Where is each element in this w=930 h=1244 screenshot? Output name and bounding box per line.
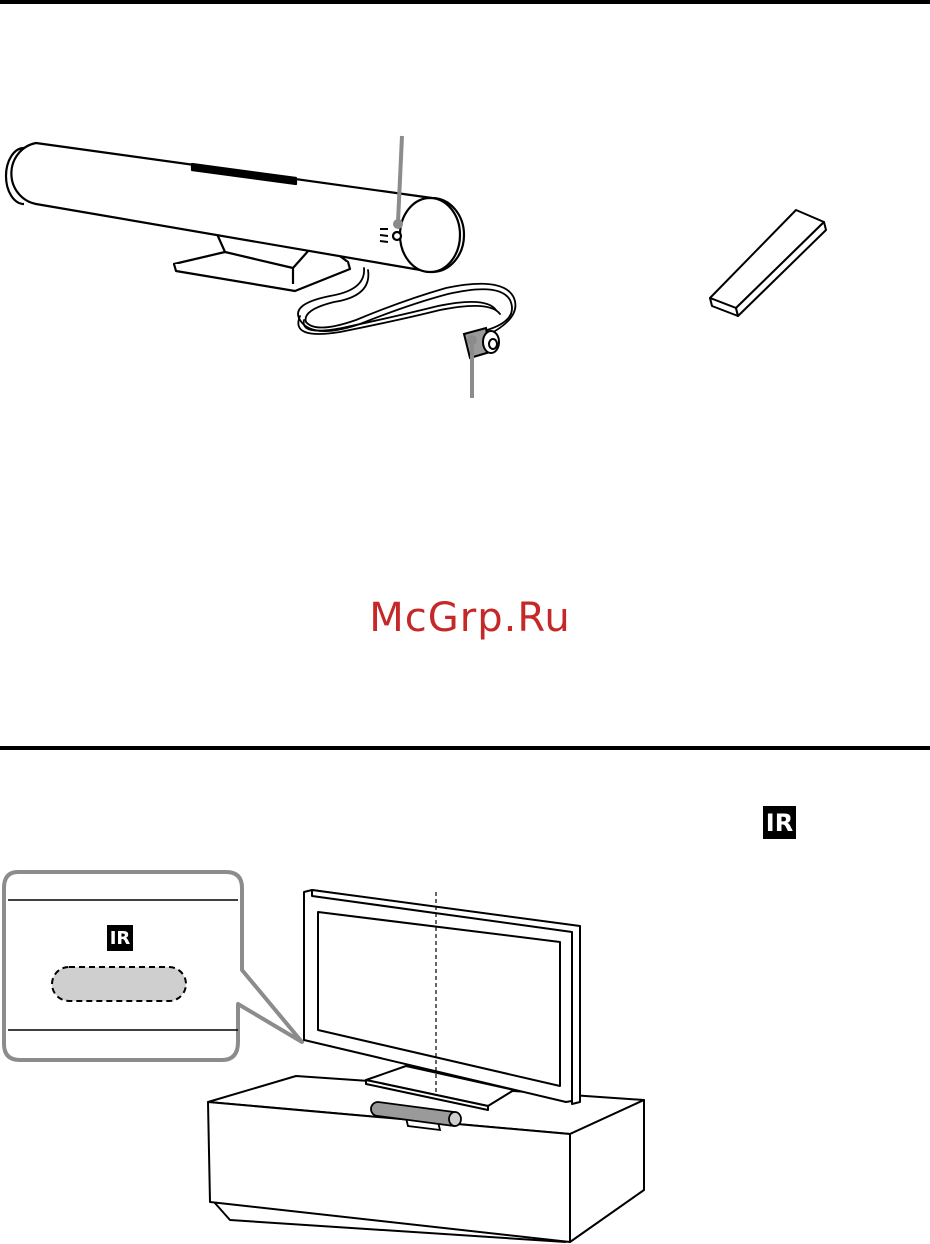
sensor-cable (298, 268, 515, 336)
tv-placement-illustration (0, 750, 930, 1244)
sensor-led (393, 232, 401, 240)
tv-set (304, 890, 580, 1104)
sensor-bar (6, 143, 464, 291)
watermark: McGrp.Ru (0, 595, 930, 641)
callout-panel (4, 872, 302, 1060)
sensor-bar-illustration (0, 0, 930, 420)
sensor-end-cap (400, 198, 460, 272)
ir-marker-callout-icon: IR (107, 925, 133, 951)
sensor-area-highlight (52, 967, 186, 1001)
adhesive-strip (710, 210, 826, 316)
